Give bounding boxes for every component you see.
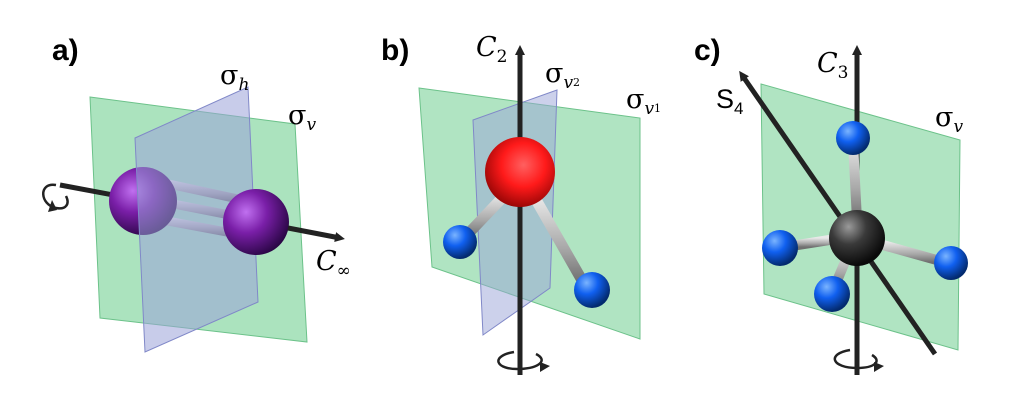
sigma-v2-label: σv2 xyxy=(545,58,581,93)
s4-label: S4 xyxy=(716,84,744,118)
c-infinity-axis-front xyxy=(287,225,345,242)
black-atom-center xyxy=(829,210,885,266)
blue-atom-bottom xyxy=(814,276,850,312)
rotation-arrow-icon xyxy=(833,348,878,370)
bond-top xyxy=(848,137,862,225)
c2-label: C2 xyxy=(476,32,508,67)
blue-atom-right xyxy=(934,246,968,280)
blue-atom-left xyxy=(762,230,798,266)
panel-b xyxy=(418,45,641,375)
panel-label-c: c) xyxy=(694,34,721,67)
sigma-h-label: σh xyxy=(220,60,250,95)
sigma-v-label-c: σv xyxy=(935,102,964,137)
sigma-h-plane xyxy=(134,86,259,353)
purple-atom-right xyxy=(223,189,289,255)
panel-label-b: b) xyxy=(381,34,410,67)
blue-atom-left xyxy=(443,225,477,259)
blue-atom-right xyxy=(574,272,610,308)
panel-label-a: a) xyxy=(52,34,79,67)
s4-axis xyxy=(739,70,938,356)
sigma-v1-label: σv1 xyxy=(626,84,662,119)
red-atom-center xyxy=(485,137,555,207)
c3-label: C3 xyxy=(817,48,849,83)
panel-a xyxy=(42,86,345,353)
rotation-arrow-icon xyxy=(497,350,543,371)
sigma-v-label: σv xyxy=(288,100,317,135)
panel-c xyxy=(739,45,968,375)
rotation-arrow-icon xyxy=(42,183,69,210)
bond-o-h-right xyxy=(529,192,589,288)
blue-atom-top xyxy=(836,121,870,155)
c-infinity-label: C∞ xyxy=(316,246,351,281)
